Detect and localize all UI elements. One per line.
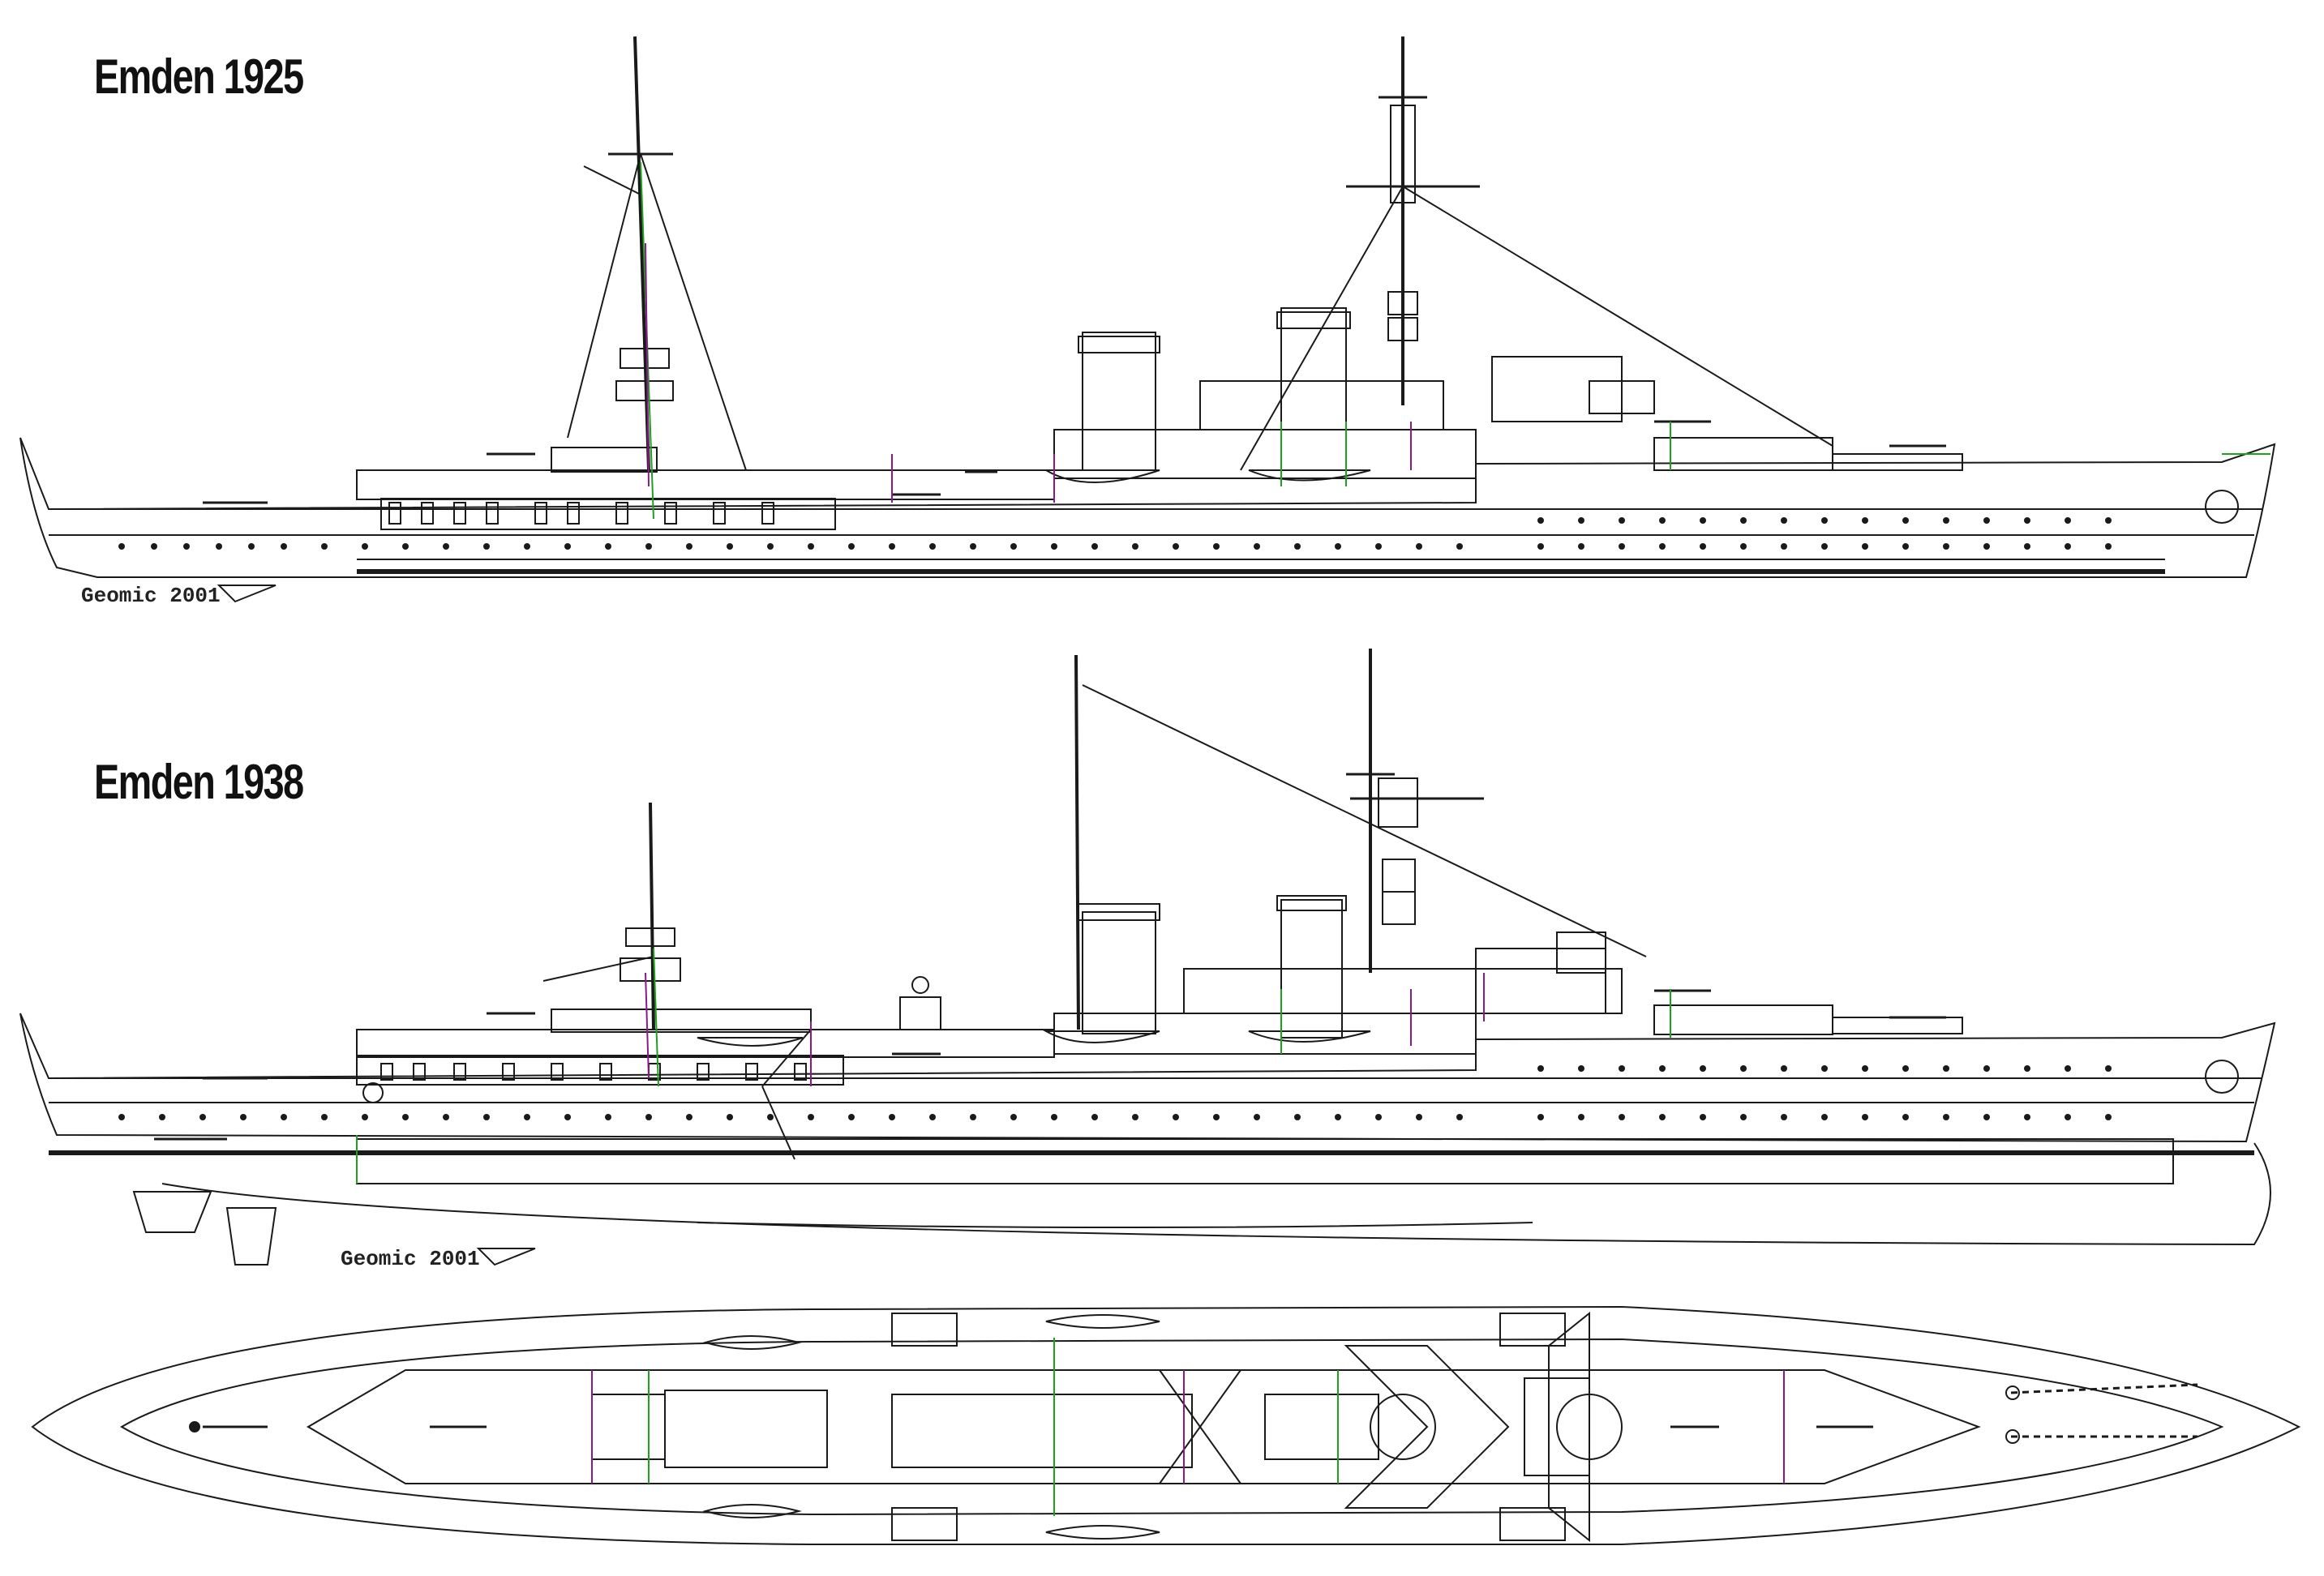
casemate-row-1925 — [380, 498, 836, 530]
guns-1925 — [203, 420, 1946, 504]
portholes-1938 — [118, 1065, 2112, 1120]
profile-1938: Geomic 2001 — [19, 649, 2276, 1271]
purple-guides-plan — [591, 1370, 1785, 1484]
signature-1925: Geomic 2001 — [81, 584, 221, 608]
funnel-aft-1925 — [1280, 307, 1347, 471]
funnel-aft-1938 — [1280, 899, 1343, 1039]
signature-1938: Geomic 2001 — [341, 1247, 480, 1271]
green-guides-plan — [648, 1338, 1339, 1516]
foremast-1925 — [633, 36, 650, 471]
title-1925: Emden 1925 — [94, 49, 304, 104]
guns-1938 — [154, 989, 1946, 1141]
funnel-fore-1938 — [1082, 911, 1156, 1034]
foremast-1938 — [649, 802, 655, 1030]
purple-guides-1938 — [645, 972, 1485, 1086]
mainmast-1938 — [1074, 654, 1080, 1030]
purple-guides-1925 — [645, 242, 1412, 503]
portholes-1925 — [118, 517, 2112, 550]
title-1938: Emden 1938 — [94, 755, 304, 809]
green-guides-1938 — [356, 948, 1671, 1184]
plan-view-1938 — [31, 1305, 2301, 1545]
profile-1925: Geomic 2001 — [19, 36, 2276, 608]
